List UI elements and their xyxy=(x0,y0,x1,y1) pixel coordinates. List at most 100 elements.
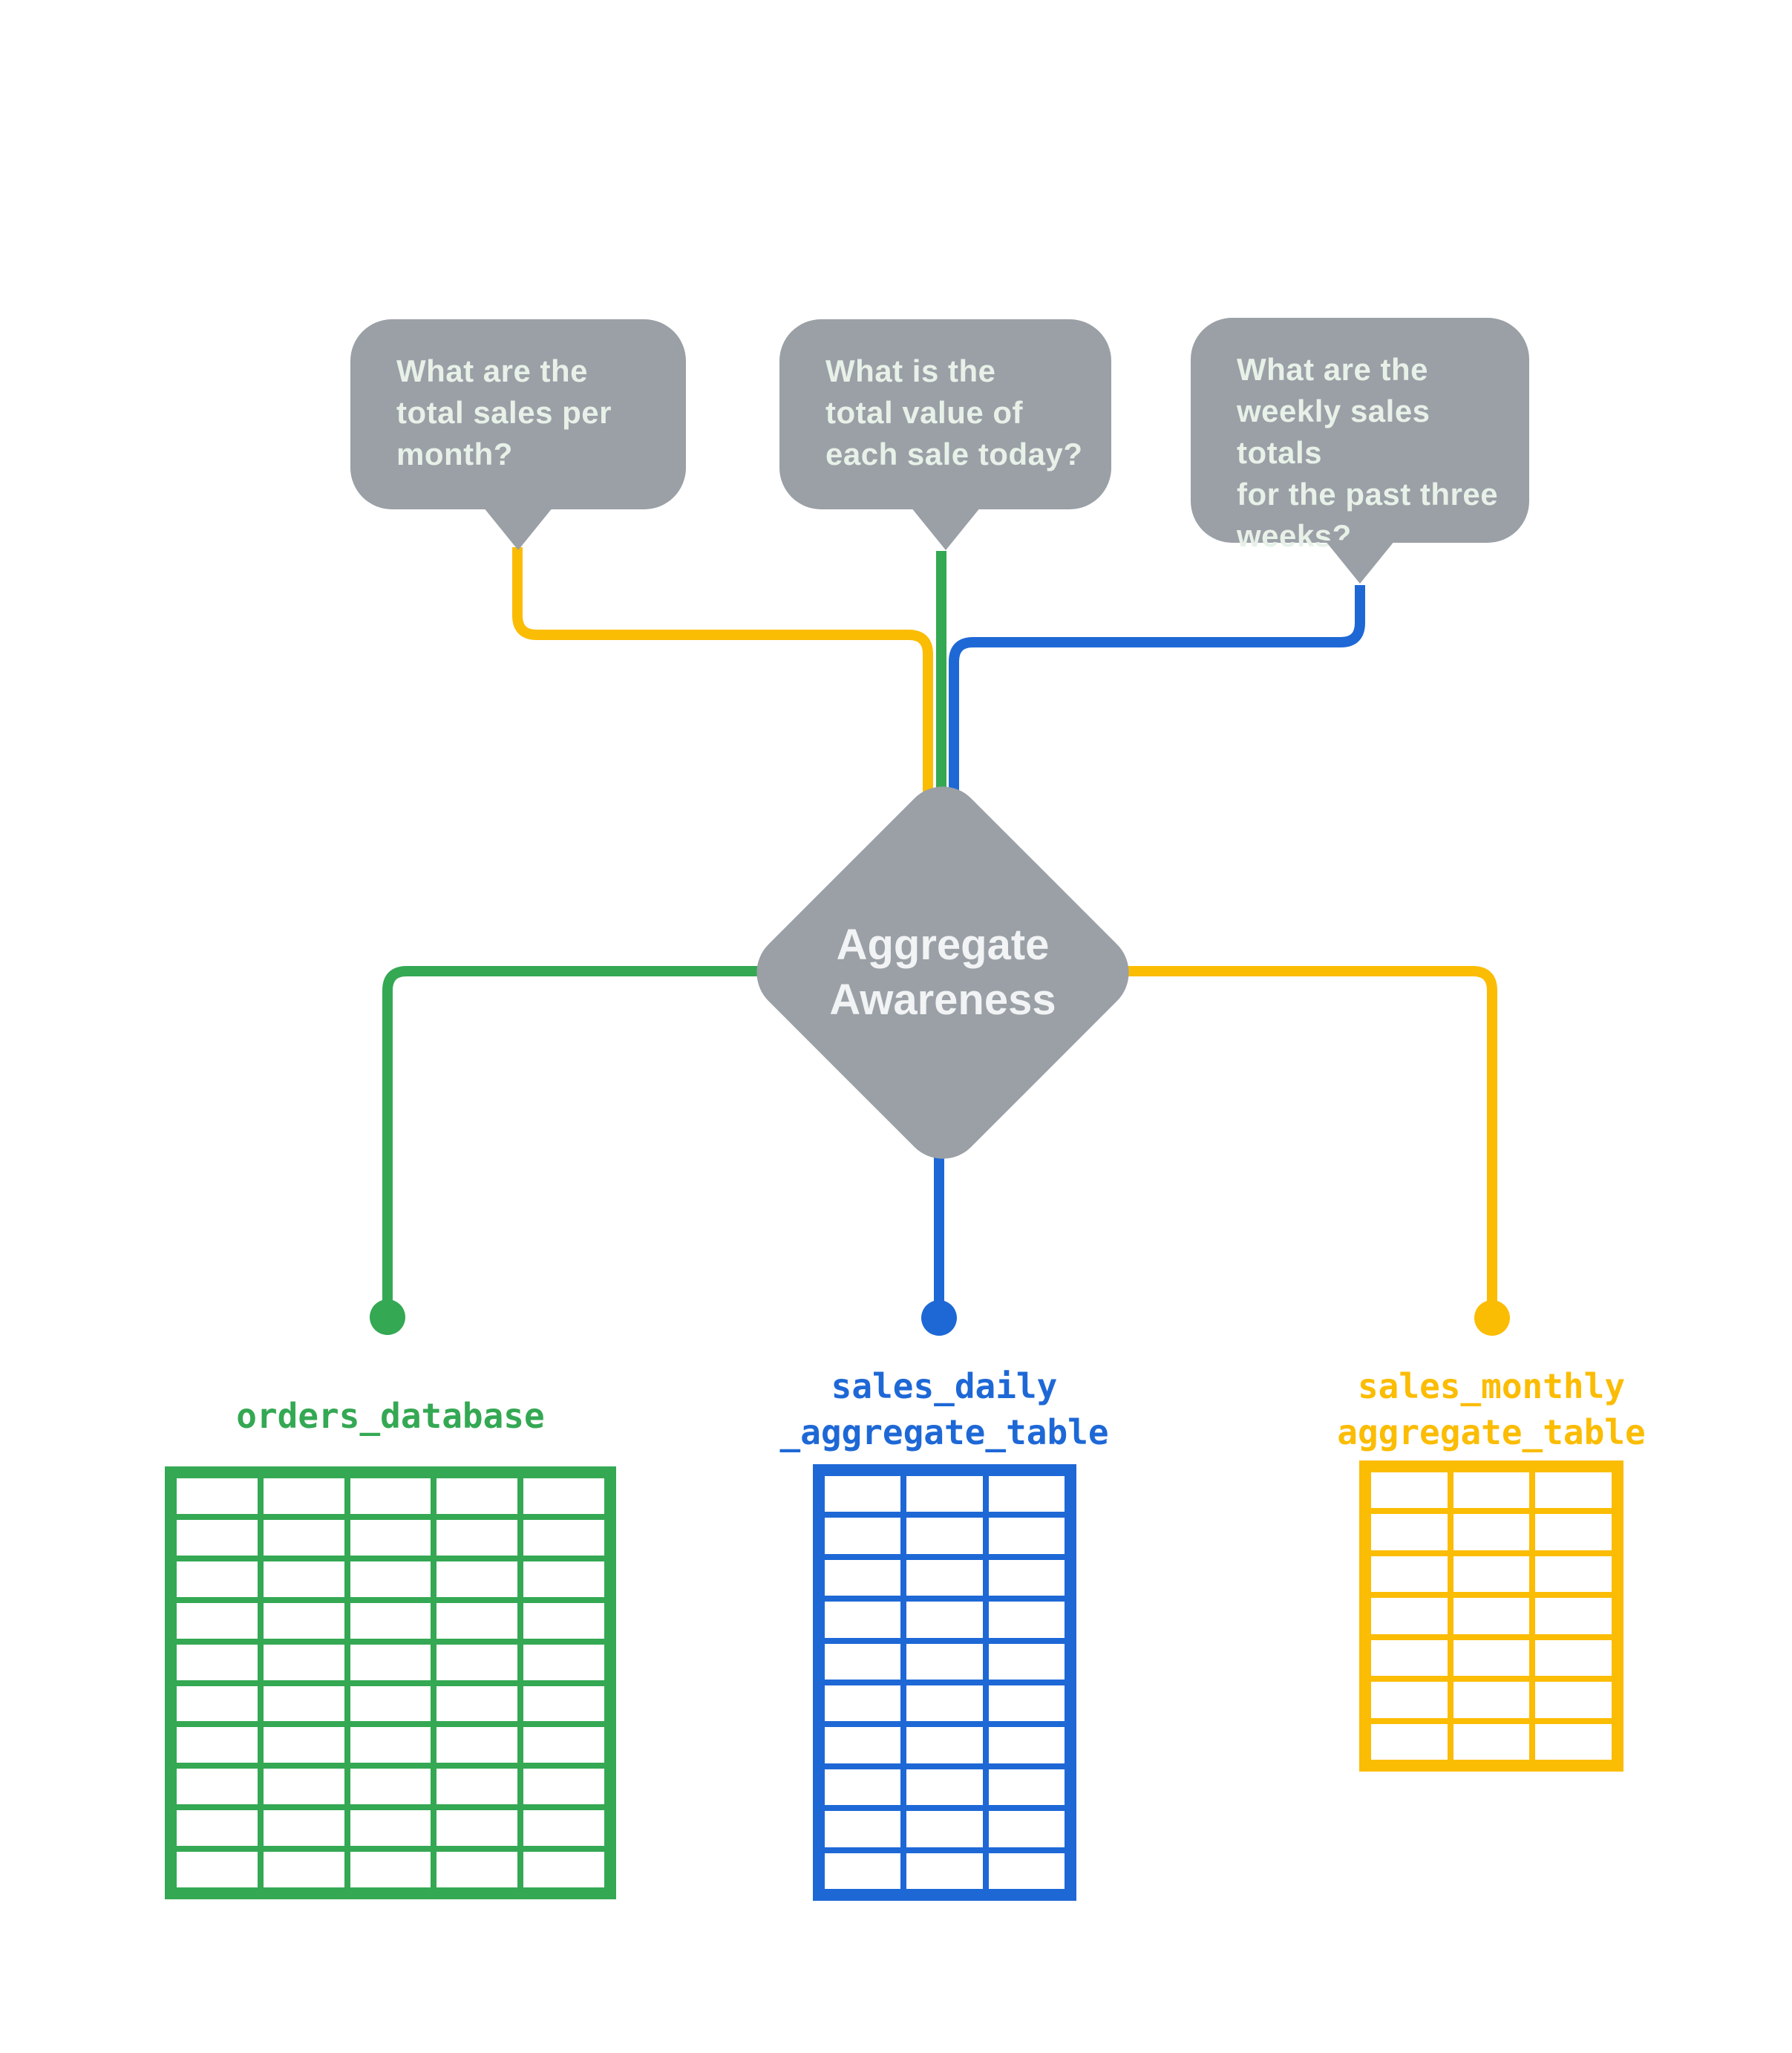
table-cell xyxy=(903,1599,986,1641)
table-cell xyxy=(1450,1511,1533,1553)
bubble-text-line: total value of xyxy=(825,395,1024,430)
table-cell xyxy=(174,1724,261,1766)
question-bubble-each-sale-today: What is the total value of each sale tod… xyxy=(779,319,1111,550)
table-cell xyxy=(260,1599,347,1642)
table-cell xyxy=(260,1558,347,1600)
table-cell xyxy=(260,1724,347,1766)
table-cell xyxy=(903,1682,986,1725)
table-cell xyxy=(347,1641,434,1683)
bubble-tail xyxy=(483,507,553,550)
table-cell xyxy=(903,1515,986,1557)
table-cell xyxy=(520,1682,607,1725)
wire-to-monthly-table xyxy=(1121,966,1497,1303)
bubble-text-line: What are the xyxy=(1237,352,1429,387)
bubble-text-line: weekly sales totals xyxy=(1237,394,1430,470)
table-cell xyxy=(174,1807,261,1850)
wire-daily-question xyxy=(949,585,1365,798)
table-cell xyxy=(1532,1636,1615,1680)
table-cell xyxy=(822,1556,904,1599)
table-cell xyxy=(434,1475,521,1517)
diamond-label: Aggregate Awareness xyxy=(799,829,1086,1116)
table-cell xyxy=(1368,1679,1451,1721)
table-cell xyxy=(985,1850,1067,1892)
monthly-endpoint-dot xyxy=(1474,1300,1510,1336)
table-cell xyxy=(434,1682,521,1725)
aggregate-awareness-diamond: Aggregate Awareness xyxy=(740,770,1145,1175)
table-cell xyxy=(822,1850,904,1892)
table-cell xyxy=(1532,1679,1615,1721)
table-cell xyxy=(1532,1595,1615,1637)
table-cell xyxy=(903,1808,986,1850)
orders-endpoint-dot xyxy=(370,1299,405,1335)
table-cell xyxy=(260,1682,347,1725)
wire-to-orders-database xyxy=(382,966,765,1302)
table-cell xyxy=(985,1599,1067,1641)
table-label-line: orders_database xyxy=(236,1396,545,1436)
table-cell xyxy=(520,1766,607,1808)
table-cell xyxy=(520,1849,607,1890)
table-cell xyxy=(347,1682,434,1725)
table-cell xyxy=(434,1516,521,1558)
table-cell xyxy=(347,1558,434,1600)
table-cell xyxy=(1368,1469,1451,1512)
bubble-text-line: What are the xyxy=(396,353,589,388)
table-cell xyxy=(1368,1511,1451,1553)
table-cell xyxy=(347,1766,434,1808)
table-cell xyxy=(260,1807,347,1850)
table-cell xyxy=(985,1808,1067,1850)
daily-endpoint-dot xyxy=(921,1300,957,1336)
orders-database-table xyxy=(165,1466,616,1899)
table-cell xyxy=(903,1724,986,1766)
sales-monthly-aggregate-table xyxy=(1359,1460,1623,1772)
table-cell xyxy=(520,1641,607,1683)
sales-monthly-aggregate-table-label: sales_monthly aggregate_table xyxy=(1298,1363,1684,1455)
bubble-text-line: month? xyxy=(396,437,513,471)
question-bubble-monthly-sales: What are the total sales per month? xyxy=(350,319,686,550)
table-cell xyxy=(1450,1469,1533,1512)
table-cell xyxy=(347,1807,434,1850)
table-cell xyxy=(260,1849,347,1890)
table-cell xyxy=(985,1556,1067,1599)
table-cell xyxy=(822,1515,904,1557)
bubble-text-line: for the past three xyxy=(1237,477,1499,512)
table-cell xyxy=(174,1475,261,1517)
table-cell xyxy=(260,1641,347,1683)
table-cell xyxy=(985,1515,1067,1557)
table-cell xyxy=(174,1849,261,1890)
table-cell xyxy=(985,1640,1067,1682)
table-cell xyxy=(434,1807,521,1850)
table-cell xyxy=(260,1516,347,1558)
table-cell xyxy=(1532,1511,1615,1553)
sales-daily-aggregate-table-label: sales_daily _aggregate_table xyxy=(751,1363,1137,1455)
table-cell xyxy=(174,1599,261,1642)
table-cell xyxy=(903,1556,986,1599)
table-cell xyxy=(822,1724,904,1766)
table-cell xyxy=(822,1473,904,1515)
table-cell xyxy=(434,1641,521,1683)
table-cell xyxy=(1368,1636,1451,1680)
table-cell xyxy=(434,1766,521,1808)
bubble-text-line: What is the xyxy=(825,353,996,388)
orders-database-label: orders_database xyxy=(165,1393,616,1439)
diamond-label-line: Aggregate xyxy=(836,921,1050,969)
question-bubble-weekly-totals: What are the weekly sales totals for the… xyxy=(1191,318,1529,584)
table-label-line: aggregate_table xyxy=(1337,1412,1646,1452)
table-cell xyxy=(1532,1553,1615,1596)
table-cell xyxy=(347,1516,434,1558)
table-cell xyxy=(822,1766,904,1809)
table-cell xyxy=(434,1849,521,1890)
table-cell xyxy=(520,1724,607,1766)
wire-monthly-question xyxy=(512,547,933,798)
table-cell xyxy=(347,1724,434,1766)
bubble-tail xyxy=(1325,541,1395,584)
table-label-line: _aggregate_table xyxy=(779,1412,1109,1452)
table-cell xyxy=(1450,1553,1533,1596)
table-cell xyxy=(985,1682,1067,1725)
table-cell xyxy=(434,1599,521,1642)
table-cell xyxy=(260,1766,347,1808)
table-cell xyxy=(903,1640,986,1682)
table-cell xyxy=(985,1473,1067,1515)
table-cell xyxy=(903,1850,986,1892)
table-cell xyxy=(174,1516,261,1558)
